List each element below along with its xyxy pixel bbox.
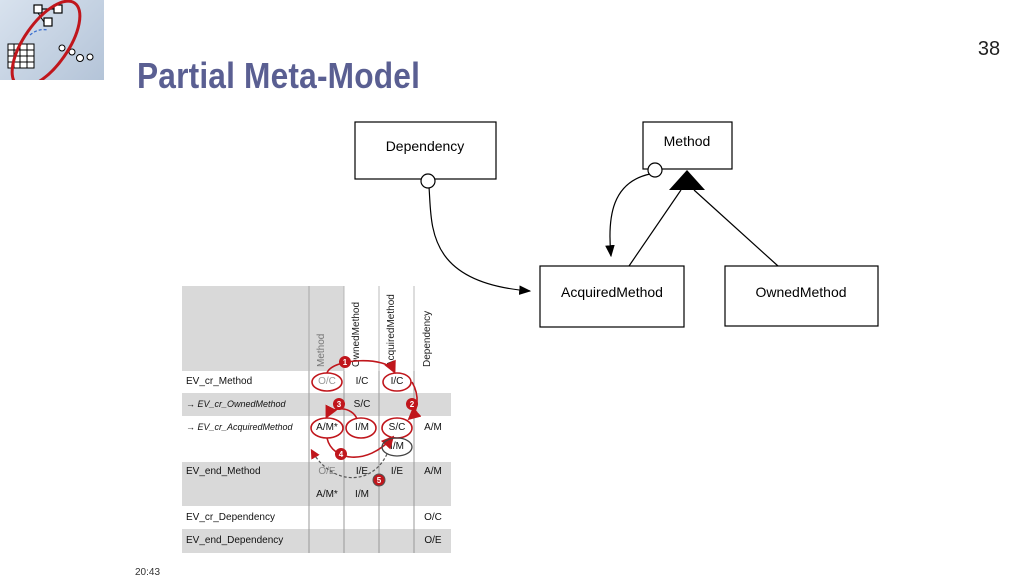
cell-dependency: O/C	[424, 512, 442, 523]
cell-owned-method: I/E	[355, 466, 369, 477]
column-header-acquired-method: AcquiredMethod	[379, 286, 414, 371]
matrix-row-ev-end-dependency: EV_end_Dependency O/E	[182, 529, 451, 553]
cell-dependency: A/M	[424, 466, 442, 477]
class-acquired-method-label: AcquiredMethod	[561, 284, 663, 300]
column-label-method: Method	[315, 333, 327, 367]
row-label: EV_end_Method	[186, 466, 261, 477]
slide-title: Partial Meta-Model	[137, 55, 421, 96]
cell-method-2: A/M*	[316, 489, 338, 500]
row-label: → EV_cr_OwnedMethod	[186, 399, 286, 409]
column-header-owned-method: OwnedMethod	[344, 286, 379, 371]
cell-owned-method: I/C	[355, 376, 369, 387]
meta-model-logo-icon	[0, 0, 104, 80]
cell-owned-method-2: I/M	[355, 489, 369, 500]
class-owned-method-label: OwnedMethod	[755, 284, 846, 300]
row-label: EV_end_Dependency	[186, 535, 284, 546]
cell-dependency: O/E	[424, 535, 442, 546]
class-dependency: Dependency	[354, 121, 497, 180]
class-dependency-label: Dependency	[386, 138, 465, 154]
inheritance-connector	[628, 170, 779, 267]
column-label-dependency: Dependency	[421, 310, 433, 367]
cell-dependency: A/M	[424, 422, 442, 433]
row-label: EV_cr_Method	[186, 376, 253, 387]
cell-owned-method: S/C	[353, 399, 371, 410]
matrix-row-ev-end-method: EV_end_Method O/E A/M* I/E I/M I/E A/M	[182, 462, 451, 506]
dependency-association	[420, 173, 532, 295]
column-header-method: Method	[309, 286, 344, 371]
cell-acquired-method: I/C	[390, 376, 404, 387]
cell-acquired-method-2: I/M	[390, 441, 404, 452]
matrix-row-ev-cr-acquiredmethod: → EV_cr_AcquiredMethod A/M* I/M S/C I/M …	[182, 416, 451, 462]
cell-owned-method: I/M	[355, 422, 369, 433]
column-label-owned-method: OwnedMethod	[350, 301, 362, 367]
column-header-dependency: Dependency	[414, 286, 451, 371]
page-number: 38	[977, 38, 1001, 60]
class-method: Method	[642, 121, 733, 170]
class-acquired-method: AcquiredMethod	[539, 265, 685, 328]
column-label-acquired-method: AcquiredMethod	[385, 294, 397, 367]
class-owned-method: OwnedMethod	[724, 265, 879, 327]
event-matrix: Method OwnedMethod AcquiredMethod Depend…	[182, 286, 451, 553]
matrix-row-ev-cr-method: EV_cr_Method O/C I/C I/C	[182, 371, 451, 393]
row-label: EV_cr_Dependency	[186, 512, 275, 523]
class-method-label: Method	[664, 133, 711, 149]
cell-acquired-method: S/C	[388, 422, 406, 433]
matrix-row-ev-cr-dependency: EV_cr_Dependency O/C	[182, 506, 451, 529]
cell-method: O/C	[318, 376, 336, 387]
row-label: → EV_cr_AcquiredMethod	[186, 422, 293, 432]
method-association	[605, 162, 663, 258]
cell-acquired-method: I/E	[390, 466, 404, 477]
matrix-row-ev-cr-ownedmethod: → EV_cr_OwnedMethod S/C	[182, 393, 451, 416]
matrix-corner	[182, 286, 309, 371]
timestamp: 20:43	[135, 567, 161, 578]
cell-method: O/E	[318, 466, 336, 477]
cell-method: A/M*	[316, 422, 338, 433]
